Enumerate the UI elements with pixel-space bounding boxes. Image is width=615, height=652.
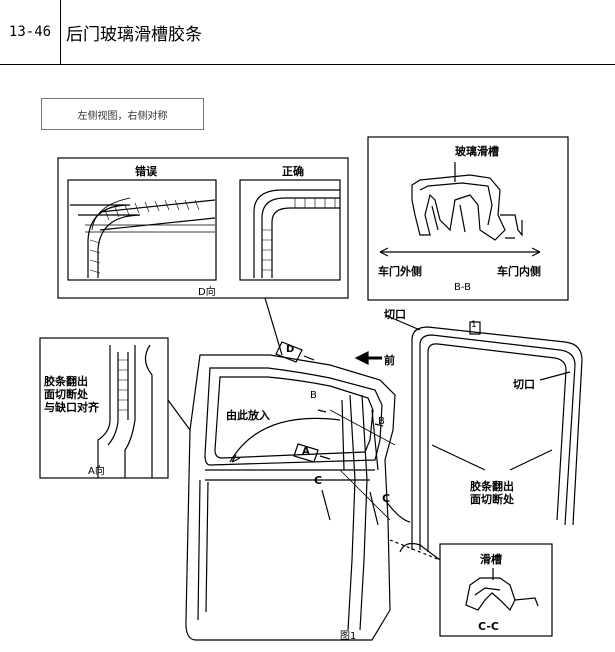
label-front: 前 [384,354,395,367]
page-header: 13-46 后门玻璃滑槽胶条 [0,0,615,65]
marker-b-lower: B [378,416,385,427]
correct-panel [239,179,341,281]
marker-d: D [286,344,295,355]
label-insert-here: 由此放入 [226,409,270,422]
label-section-bb: B-B [454,282,471,293]
note-box: 左侧视图，右侧对称 [41,98,204,130]
section-bb-frame [367,136,569,301]
view-a-frame [39,337,169,479]
label-strip-cut-align: 胶条翻出 面切断处 与缺口对齐 [44,375,99,414]
label-wrong: 错误 [135,165,157,178]
marker-a: A [302,446,310,457]
page-title: 后门玻璃滑槽胶条 [66,24,202,45]
section-cc-frame [439,543,553,637]
view-d-frame [57,157,349,299]
wrong-panel [67,179,217,281]
label-door-inside: 车门内侧 [497,265,541,278]
label-cut-top: 切口 [384,308,406,321]
label-correct: 正确 [282,165,304,178]
label-section-cc: C-C [478,620,499,633]
marker-c-left: C [314,474,323,487]
label-strip-cut: 胶条翻出 面切断处 [470,480,514,506]
marker-b-upper: B [310,390,317,401]
label-cut-right: 切口 [513,378,535,391]
marker-c-right: C [382,492,391,505]
label-view-d: D向 [198,287,216,298]
label-glass-channel: 玻璃滑槽 [455,145,499,158]
label-slide-channel: 滑槽 [480,553,502,566]
label-view-a: A向 [88,466,105,477]
page-number: 13-46 [0,0,61,64]
label-figure: 图1 [340,631,357,642]
door-outline [185,354,396,641]
label-part-number: 1 [471,320,477,330]
label-door-outside: 车门外侧 [378,265,422,278]
